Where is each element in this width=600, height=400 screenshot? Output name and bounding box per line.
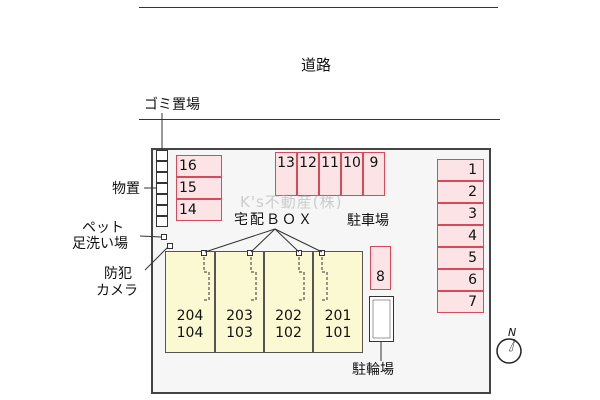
parking-space-16: 16 — [176, 155, 222, 177]
road-label: 道路 — [301, 56, 332, 74]
unit-upper-label: 203 — [226, 308, 253, 324]
unit-lower-label: 104 — [176, 325, 204, 341]
delivery-box-202 — [296, 250, 302, 256]
delivery-box-label: 宅配ＢＯＸ — [234, 212, 314, 228]
north-label: N — [508, 326, 517, 339]
parking-label: 駐車場 — [347, 213, 389, 229]
road-edge-bottom — [139, 119, 500, 120]
storage-stack — [156, 150, 168, 227]
garbage-label: ゴミ置場 — [144, 97, 200, 113]
watermark: K's不動産(株) — [240, 193, 343, 211]
storage-label: 物置 — [112, 181, 140, 197]
parking-space-9: 9 — [363, 152, 385, 196]
unit-lower-label: 103 — [226, 325, 253, 341]
parking-space-14: 14 — [176, 199, 222, 221]
pet-wash-label-1: ペット — [82, 220, 124, 236]
camera-label-1: 防犯 — [104, 266, 132, 282]
delivery-box-201 — [319, 250, 325, 256]
parking-space-8: 8 — [370, 246, 391, 290]
delivery-box-203 — [247, 250, 253, 256]
road-edge-top — [139, 7, 498, 8]
parking-space-5: 5 — [437, 247, 484, 269]
pet-wash-marker — [161, 234, 167, 240]
delivery-box-204 — [201, 250, 207, 256]
parking-space-4: 4 — [437, 225, 484, 247]
parking-space-13: 13 — [275, 152, 297, 196]
parking-space-11: 11 — [319, 152, 341, 196]
bicycle-label: 駐輪場 — [352, 362, 394, 378]
parking-space-7: 7 — [437, 291, 484, 313]
pet-wash-label-2: 足洗い場 — [72, 236, 128, 252]
unit-lower-label: 102 — [275, 325, 302, 341]
parking-space-2: 2 — [437, 181, 484, 203]
compass-icon — [496, 338, 522, 364]
parking-space-6: 6 — [437, 269, 484, 291]
parking-space-10: 10 — [341, 152, 363, 196]
parking-space-15: 15 — [176, 177, 222, 199]
camera-label-2: カメラ — [96, 283, 138, 299]
camera-marker — [167, 243, 173, 249]
parking-space-3: 3 — [437, 203, 484, 225]
unit-upper-label: 204 — [176, 308, 204, 324]
unit-upper-label: 201 — [324, 308, 352, 324]
unit-lower-label: 101 — [324, 325, 352, 341]
parking-space-1: 1 — [437, 159, 484, 181]
unit-upper-label: 202 — [275, 308, 302, 324]
parking-space-12: 12 — [297, 152, 319, 196]
